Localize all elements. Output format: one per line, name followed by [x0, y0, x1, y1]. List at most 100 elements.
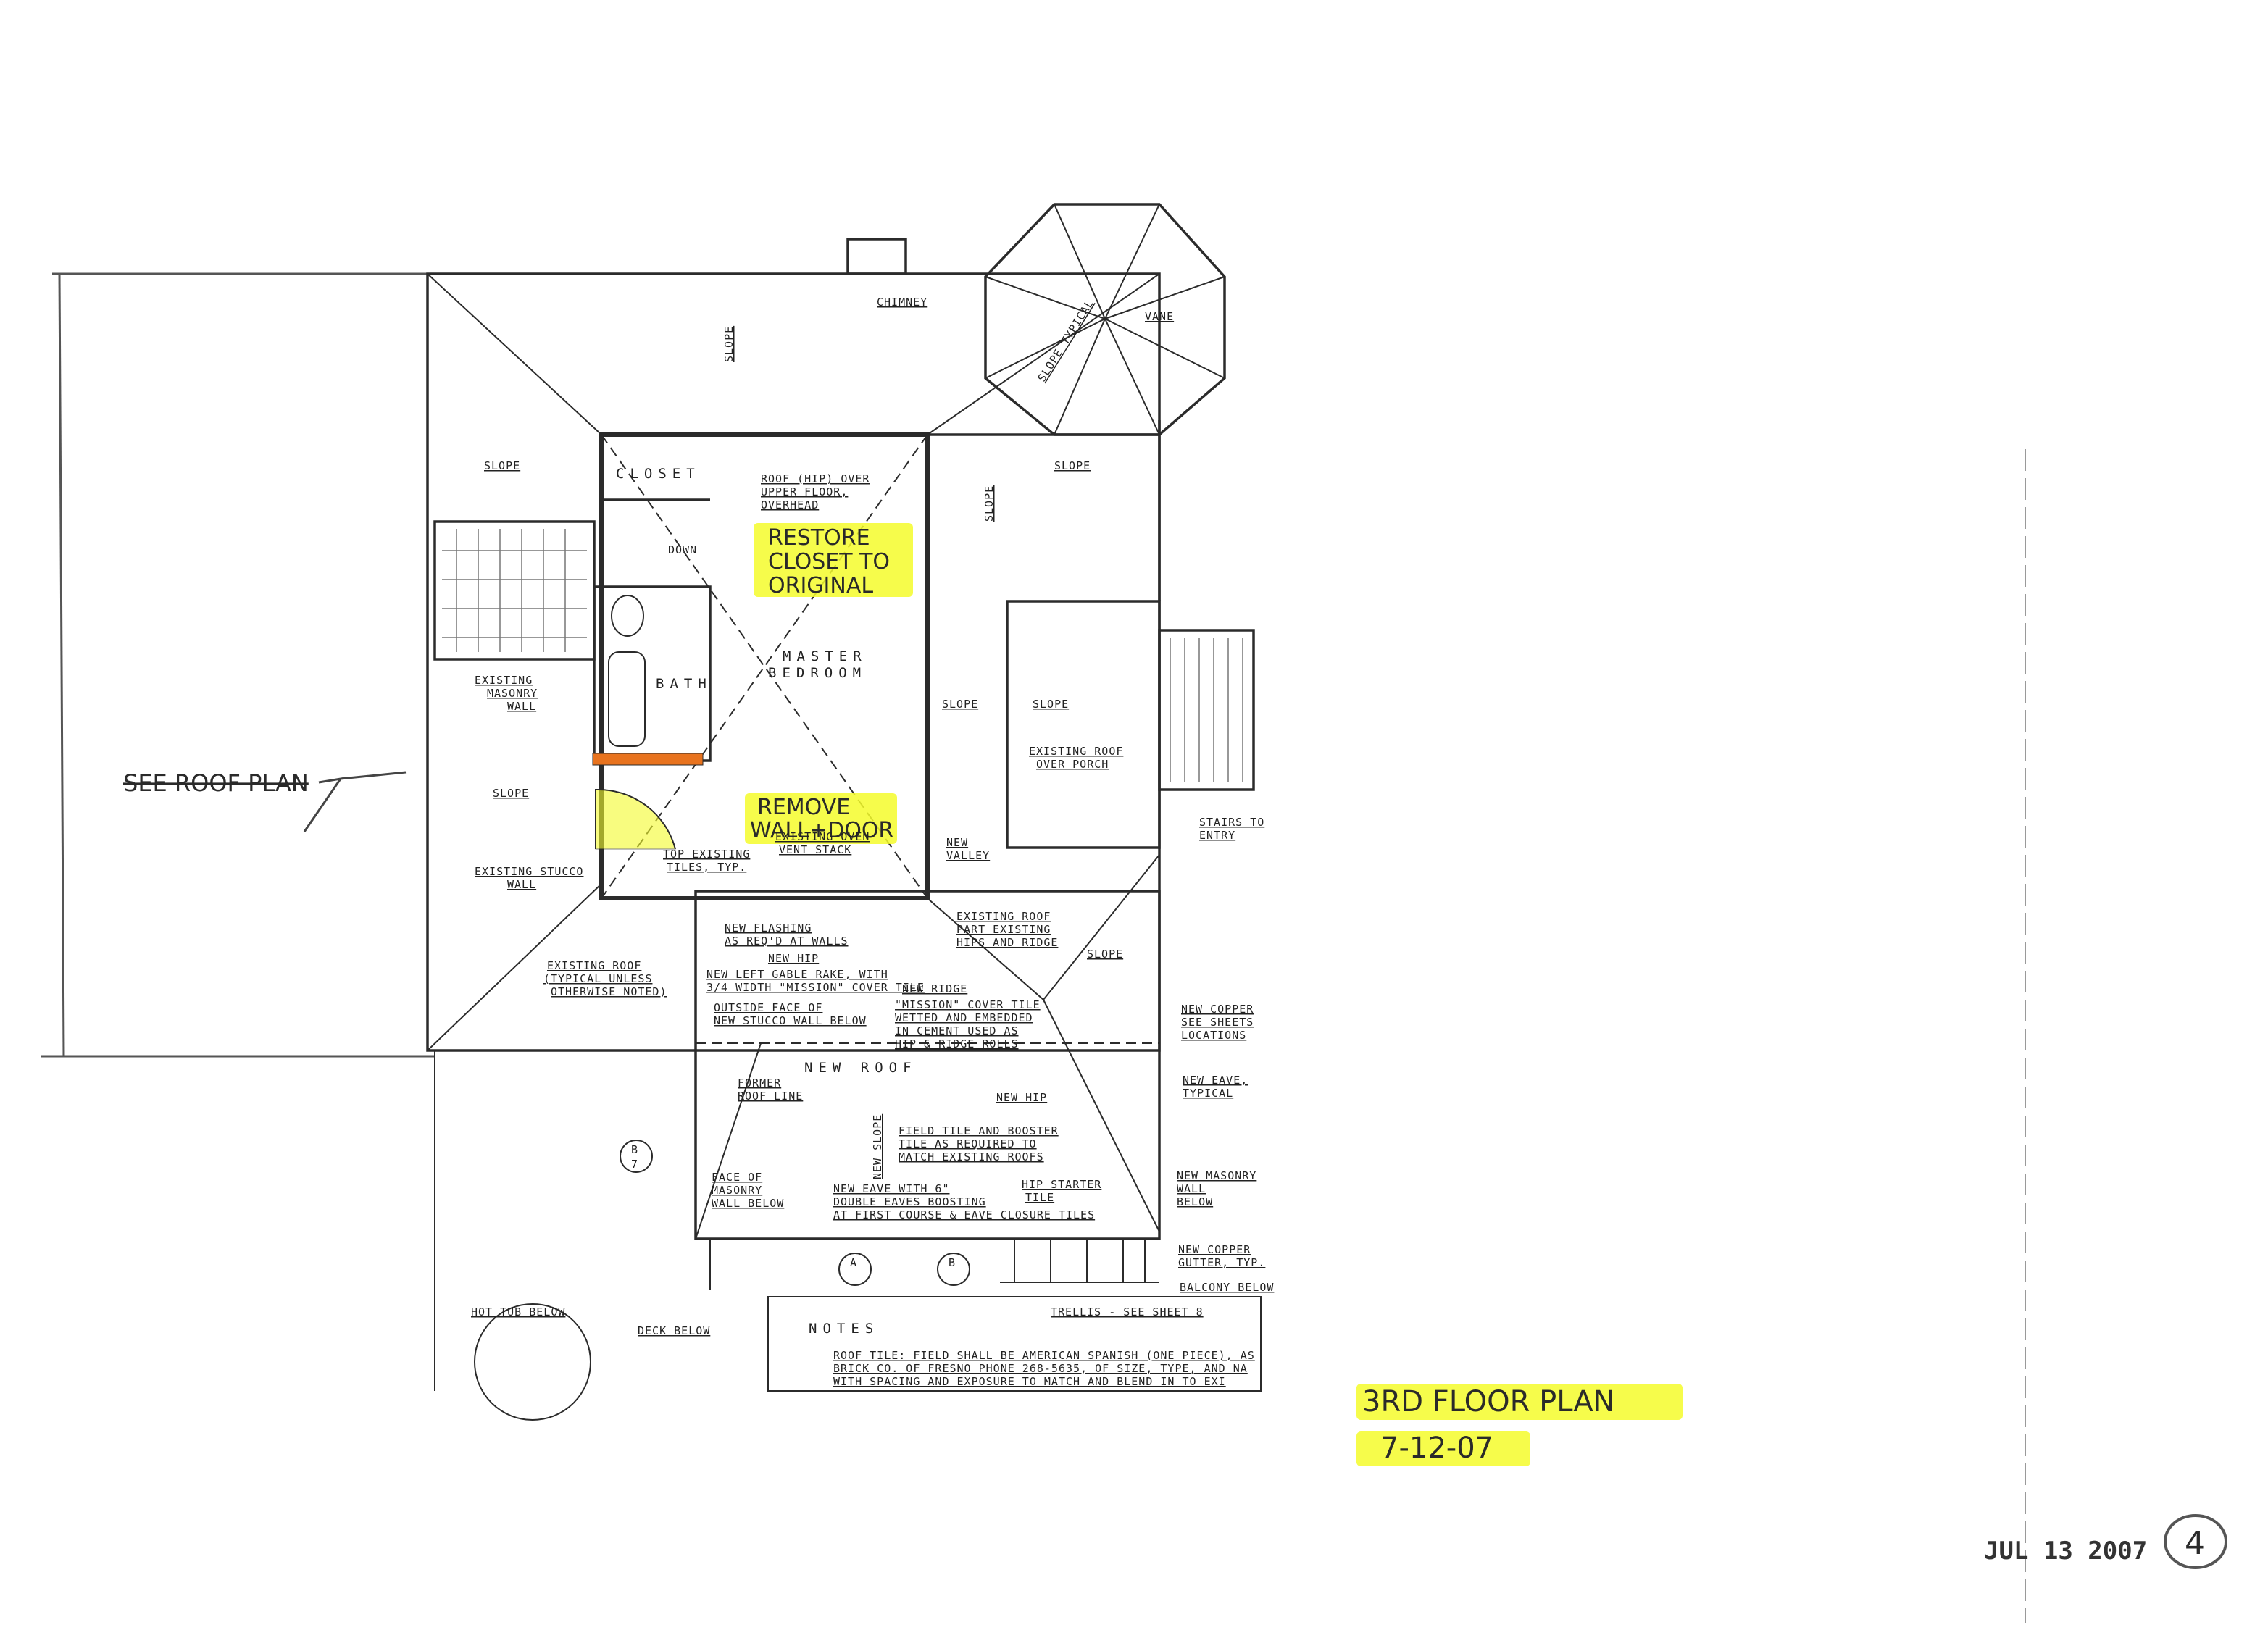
- svg-text:EXISTING OVEN: EXISTING OVEN: [775, 830, 870, 843]
- plan-date: 7-12-07: [1380, 1431, 1493, 1465]
- svg-text:NOTES: NOTES: [809, 1321, 879, 1337]
- note-restore-3: ORIGINAL: [768, 573, 873, 598]
- svg-text:AS REQ'D AT WALLS: AS REQ'D AT WALLS: [725, 935, 849, 948]
- svg-text:NEW HIP: NEW HIP: [768, 952, 819, 965]
- svg-text:SLOPE: SLOPE: [1054, 459, 1091, 472]
- tag-b: B: [631, 1143, 638, 1156]
- svg-text:WALL: WALL: [1177, 1182, 1206, 1195]
- svg-text:TYPICAL: TYPICAL: [1183, 1087, 1233, 1100]
- svg-text:MATCH EXISTING ROOFS: MATCH EXISTING ROOFS: [899, 1150, 1044, 1163]
- room-bath: BATH: [656, 676, 712, 692]
- tower-octagon: [984, 203, 1226, 436]
- svg-text:DOUBLE EAVES BOOSTING: DOUBLE EAVES BOOSTING: [833, 1195, 986, 1208]
- svg-text:HOT TUB BELOW: HOT TUB BELOW: [471, 1305, 565, 1318]
- svg-text:AT FIRST COURSE & EAVE CLOSURE: AT FIRST COURSE & EAVE CLOSURE TILES: [833, 1208, 1095, 1221]
- svg-text:NEW EAVE,: NEW EAVE,: [1183, 1074, 1248, 1087]
- svg-text:LOCATIONS: LOCATIONS: [1181, 1029, 1246, 1042]
- right-wing: [927, 420, 1255, 849]
- note-restore-2: CLOSET TO: [768, 549, 890, 574]
- room-master: MASTER: [783, 648, 867, 664]
- svg-text:SLOPE: SLOPE: [942, 698, 978, 711]
- svg-text:NEW EAVE WITH 6": NEW EAVE WITH 6": [833, 1182, 950, 1195]
- svg-text:SLOPE: SLOPE: [484, 459, 520, 472]
- svg-text:STAIRS TO: STAIRS TO: [1199, 816, 1264, 829]
- sheet-number: 4: [2185, 1525, 2205, 1562]
- svg-text:FACE OF: FACE OF: [712, 1171, 762, 1184]
- svg-text:EXISTING: EXISTING: [475, 674, 533, 687]
- svg-text:WALL BELOW: WALL BELOW: [712, 1197, 784, 1210]
- svg-text:(TYPICAL UNLESS: (TYPICAL UNLESS: [543, 972, 652, 985]
- svg-text:SLOPE: SLOPE: [1033, 698, 1069, 711]
- svg-text:GUTTER, TYP.: GUTTER, TYP.: [1178, 1256, 1265, 1269]
- svg-text:ENTRY: ENTRY: [1199, 829, 1235, 842]
- svg-text:SLOPE: SLOPE: [493, 787, 529, 800]
- svg-text:ROOF LINE: ROOF LINE: [738, 1090, 803, 1103]
- svg-text:ROOF TILE: FIELD SHALL BE AMER: ROOF TILE: FIELD SHALL BE AMERICAN SPANI…: [833, 1349, 1255, 1362]
- svg-text:DOWN: DOWN: [668, 543, 697, 556]
- svg-text:EXISTING STUCCO: EXISTING STUCCO: [475, 865, 583, 878]
- svg-text:TOP EXISTING: TOP EXISTING: [663, 848, 750, 861]
- adjacent-outline: [41, 272, 435, 1058]
- tag-b-2: B: [949, 1256, 956, 1269]
- svg-text:WALL: WALL: [507, 878, 536, 891]
- svg-text:PART EXISTING: PART EXISTING: [956, 923, 1051, 936]
- svg-text:ROOF (HIP) OVER: ROOF (HIP) OVER: [761, 472, 870, 485]
- room-bedroom: BEDROOM: [768, 665, 867, 681]
- svg-text:3/4 WIDTH "MISSION" COVER TILE: 3/4 WIDTH "MISSION" COVER TILE: [706, 981, 925, 994]
- svg-text:SLOPE: SLOPE: [722, 326, 735, 362]
- note-remove-2: WALL+DOOR: [750, 818, 893, 843]
- svg-text:BELOW: BELOW: [1177, 1195, 1213, 1208]
- svg-text:BRICK CO. OF FRESNO PHONE 268-: BRICK CO. OF FRESNO PHONE 268-5635, OF S…: [833, 1362, 1248, 1375]
- svg-text:OTHERWISE NOTED): OTHERWISE NOTED): [551, 985, 667, 998]
- svg-text:BALCONY BELOW: BALCONY BELOW: [1180, 1281, 1274, 1294]
- svg-text:TILES, TYP.: TILES, TYP.: [667, 861, 746, 874]
- room-new-roof: NEW ROOF: [804, 1060, 917, 1076]
- svg-text:NEW MASONRY: NEW MASONRY: [1177, 1169, 1256, 1182]
- svg-text:NEW HIP: NEW HIP: [996, 1091, 1047, 1104]
- svg-text:FORMER: FORMER: [738, 1077, 781, 1090]
- svg-text:TILE: TILE: [1025, 1191, 1054, 1204]
- svg-text:NEW RIDGE: NEW RIDGE: [902, 982, 967, 995]
- svg-text:OVERHEAD: OVERHEAD: [761, 498, 819, 511]
- svg-text:NEW LEFT GABLE RAKE, WITH: NEW LEFT GABLE RAKE, WITH: [706, 968, 888, 981]
- plan-title: 3RD FLOOR PLAN: [1362, 1385, 1615, 1418]
- svg-text:VENT STACK: VENT STACK: [779, 843, 851, 856]
- received-stamp: JUL 13 2007: [1984, 1537, 2147, 1566]
- svg-text:SLOPE: SLOPE: [1087, 948, 1123, 961]
- note-remove-1: REMOVE: [757, 795, 850, 820]
- svg-text:WALL: WALL: [507, 700, 536, 713]
- svg-text:FIELD TILE AND BOOSTER: FIELD TILE AND BOOSTER: [899, 1124, 1059, 1137]
- svg-text:CHIMNEY: CHIMNEY: [877, 296, 927, 309]
- svg-text:"MISSION" COVER TILE: "MISSION" COVER TILE: [895, 998, 1041, 1011]
- svg-text:NEW STUCCO WALL BELOW: NEW STUCCO WALL BELOW: [714, 1014, 867, 1027]
- svg-text:HIPS AND RIDGE: HIPS AND RIDGE: [956, 936, 1058, 949]
- plan-labels: CHIMNEY VANE SLOPE TYPICAL SLOPE SLOPE S…: [471, 296, 1274, 1388]
- svg-text:EXISTING ROOF: EXISTING ROOF: [956, 910, 1051, 923]
- svg-text:IN CEMENT USED AS: IN CEMENT USED AS: [895, 1024, 1019, 1037]
- svg-text:MASONRY: MASONRY: [487, 687, 538, 700]
- svg-text:HIP STARTER: HIP STARTER: [1022, 1178, 1101, 1191]
- svg-text:NEW FLASHING: NEW FLASHING: [725, 921, 812, 935]
- svg-text:VANE: VANE: [1145, 310, 1174, 323]
- room-closet: CLOSET: [616, 466, 701, 482]
- svg-text:NEW COPPER: NEW COPPER: [1178, 1243, 1251, 1256]
- main-roof: [426, 238, 1161, 1052]
- svg-text:OUTSIDE FACE OF: OUTSIDE FACE OF: [714, 1001, 822, 1014]
- svg-text:NEW SLOPE: NEW SLOPE: [871, 1114, 884, 1179]
- svg-text:HIP & RIDGE ROLLS: HIP & RIDGE ROLLS: [895, 1037, 1019, 1050]
- tag-7: 7: [631, 1158, 638, 1171]
- svg-text:WETTED AND EMBEDDED: WETTED AND EMBEDDED: [895, 1011, 1033, 1024]
- svg-text:UPPER FLOOR,: UPPER FLOOR,: [761, 485, 848, 498]
- svg-text:DECK BELOW: DECK BELOW: [638, 1324, 710, 1337]
- section-tags: B 7 A B: [620, 1140, 970, 1286]
- svg-text:MASONRY: MASONRY: [712, 1184, 762, 1197]
- tag-a: A: [850, 1256, 857, 1269]
- see-roof-plan: SEE ROOF PLAN: [123, 769, 309, 797]
- svg-text:NEW: NEW: [946, 836, 968, 849]
- svg-text:TRELLIS - SEE SHEET 8: TRELLIS - SEE SHEET 8: [1051, 1305, 1204, 1318]
- svg-text:EXISTING ROOF: EXISTING ROOF: [1029, 745, 1123, 758]
- svg-text:OVER PORCH: OVER PORCH: [1036, 758, 1109, 771]
- svg-text:WITH SPACING AND EXPOSURE TO M: WITH SPACING AND EXPOSURE TO MATCH AND B…: [833, 1375, 1226, 1388]
